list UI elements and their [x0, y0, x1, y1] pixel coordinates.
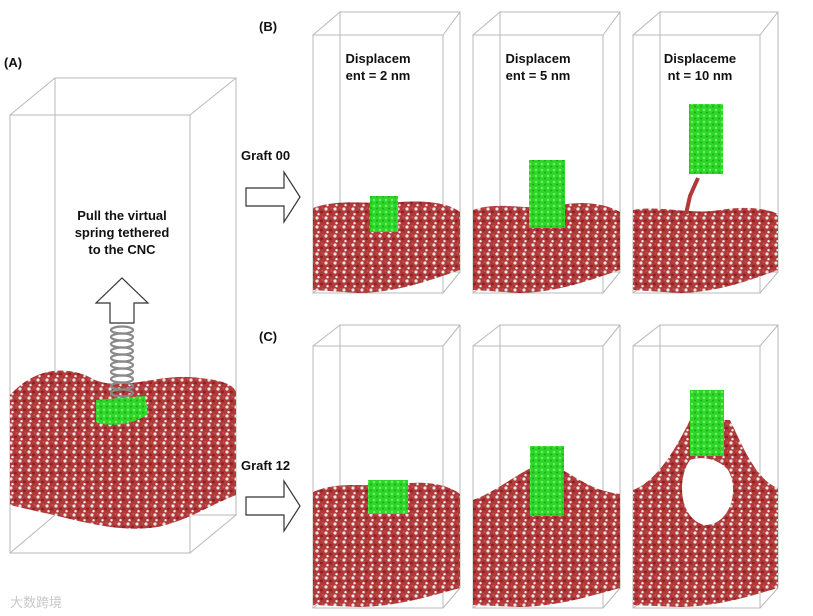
panel-c3-cnc: [690, 390, 724, 456]
column-caption-10nm: Displaceme nt = 10 nm: [663, 51, 737, 83]
panel-c1-polymer: [313, 482, 460, 607]
pull-up-arrow: [94, 277, 150, 324]
panel-b3-tether: [684, 177, 700, 215]
panel-label-a: (A): [4, 55, 23, 70]
panel-b1-polymer: [313, 201, 460, 293]
graft-00-arrow: [245, 169, 301, 225]
panel-a-cnc: [96, 396, 148, 425]
panel-c2-cnc: [530, 446, 564, 516]
column-caption-5nm: Displacem ent = 5 nm: [505, 51, 571, 83]
panel-b2-cnc: [529, 160, 565, 228]
spring-coil: [109, 325, 135, 398]
panel-label-b: (B): [259, 19, 278, 34]
panel-b3-cnc: [689, 104, 723, 174]
panel-c3-polymer: [633, 420, 778, 607]
graft-12-arrow: [245, 478, 301, 534]
column-caption-2nm: Displacem ent = 2 nm: [345, 51, 411, 83]
panel-b2-polymer: [473, 203, 620, 293]
panel-label-c: (C): [259, 329, 278, 344]
panel-c2-polymer: [473, 462, 620, 607]
pull-spring-caption: Pull the virtual spring tethered to the …: [74, 208, 170, 257]
graft-00-label: Graft 00: [241, 148, 291, 163]
panel-a-polymer: [10, 370, 236, 529]
panel-b3-polymer: [633, 207, 778, 293]
graft-12-label: Graft 12: [241, 458, 291, 473]
watermark-logo: 大数跨境: [10, 595, 63, 610]
panel-c1-cnc: [368, 480, 408, 514]
panel-b1-cnc: [370, 196, 398, 232]
